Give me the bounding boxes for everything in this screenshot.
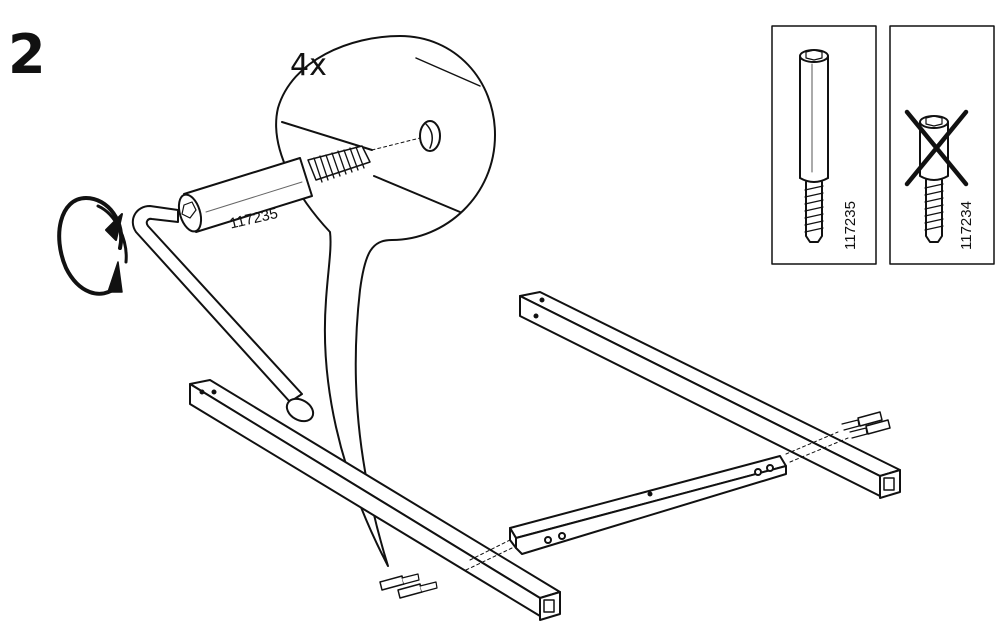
zoom-dowel	[177, 145, 371, 233]
part-number-incorrect: 117234	[958, 201, 975, 250]
cross-mark-icon	[904, 109, 969, 187]
dowels-right	[841, 411, 891, 439]
right-rail	[519, 291, 901, 499]
part-box-correct	[771, 25, 877, 265]
rotate-clockwise-icon	[57, 196, 128, 296]
left-rail	[189, 379, 561, 621]
alignment-lines	[465, 431, 849, 571]
zoom-hole	[419, 120, 441, 152]
cross-bar	[509, 455, 787, 555]
dowels-left	[379, 573, 438, 599]
zoom-surface-lines	[281, 57, 481, 213]
step-number: 2	[8, 23, 46, 86]
quantity-label: 4x	[290, 48, 327, 83]
allen-key-icon	[131, 205, 315, 423]
part-number-correct: 117235	[842, 201, 859, 250]
part-box-incorrect	[889, 25, 995, 265]
